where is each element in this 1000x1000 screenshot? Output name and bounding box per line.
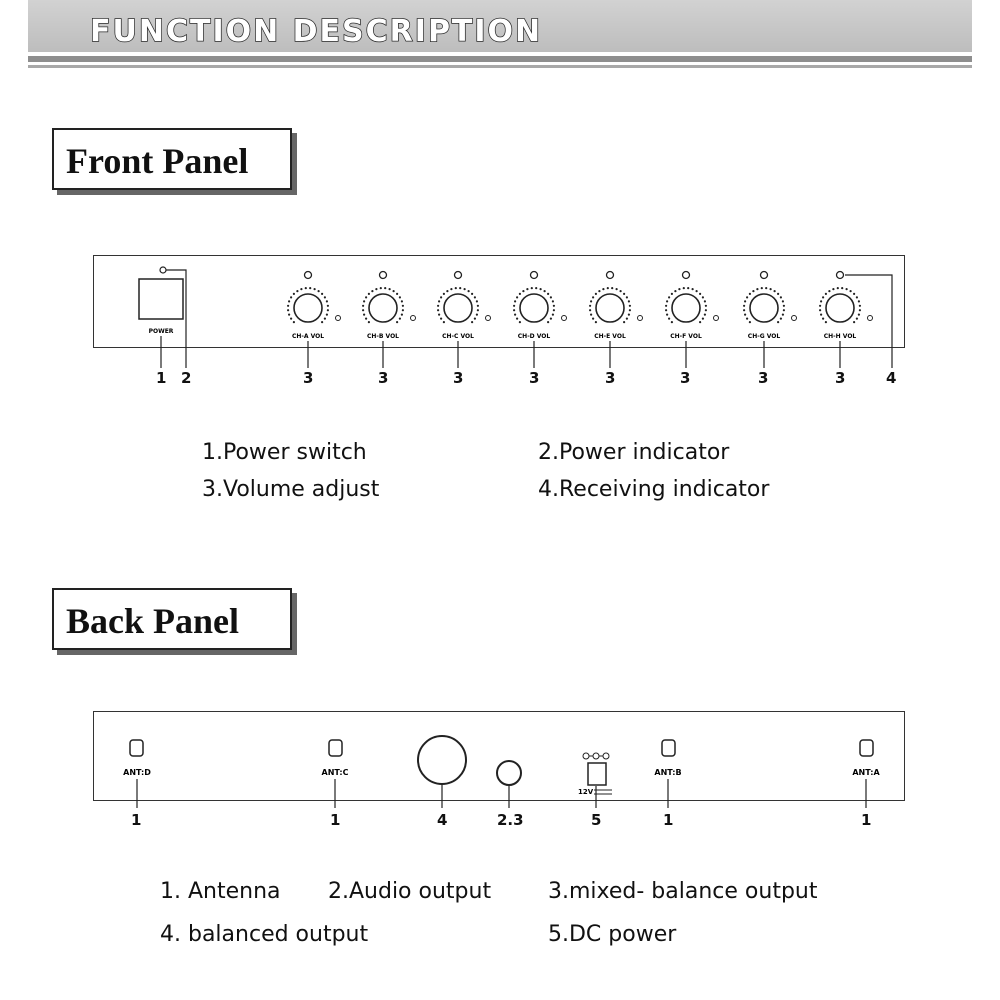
channel-led [637, 315, 643, 321]
legend-power-switch: 1.Power switch [202, 440, 367, 465]
channel-led [410, 315, 416, 321]
callout-volume: 3 [378, 369, 389, 387]
channel-group: CH-A VOL CH-B VOL CH-C VOL CH-D VOL CH-E VOL… [287, 270, 873, 368]
callout-antenna: 1 [131, 811, 142, 829]
volume-channel: CH-C VOL [437, 270, 491, 368]
volume-knob [595, 293, 625, 323]
callout-balanced-output: 4 [437, 811, 448, 829]
back-panel-title: Back Panel [66, 601, 240, 641]
channel-led [335, 315, 341, 321]
callout-audio-mixed-output: 2.3 [497, 811, 524, 829]
channel-volume-label: CH-B VOL [367, 333, 399, 340]
dc-voltage-label: 12V [578, 788, 594, 796]
volume-knob [671, 293, 701, 323]
volume-knob [293, 293, 323, 323]
callout-power-switch: 1 [156, 369, 167, 387]
channel-indicator [681, 270, 691, 280]
balanced-output-jack [417, 735, 467, 785]
power-indicator-leader [166, 269, 187, 368]
dc-polarity-icon [582, 752, 610, 760]
legend-dc-power: 5.DC power [548, 922, 677, 947]
channel-volume-label: CH-D VOL [518, 333, 551, 340]
legend-antenna: 1. Antenna [160, 879, 281, 904]
page-title: FUNCTION DESCRIPTION [89, 13, 543, 50]
channel-led [791, 315, 797, 321]
volume-knob [519, 293, 549, 323]
antenna-b-connector [661, 739, 676, 757]
antenna-d-label: ANT:D [123, 768, 151, 777]
legend-receiving-indicator: 4.Receiving indicator [538, 477, 770, 502]
channel-led [713, 315, 719, 321]
volume-channel: CH-F VOL [665, 270, 719, 368]
front-panel-title: Front Panel [66, 141, 249, 181]
receiving-indicator-leader [845, 274, 893, 368]
channel-led [867, 315, 873, 321]
channel-volume-label: CH-A VOL [292, 333, 324, 340]
antenna-c-connector [328, 739, 343, 757]
callout-receiving-indicator: 4 [886, 369, 897, 387]
antenna-d-connector [129, 739, 144, 757]
callout-volume: 3 [758, 369, 769, 387]
callout-volume: 3 [835, 369, 846, 387]
dc-power-jack [587, 762, 607, 786]
channel-led [561, 315, 567, 321]
channel-volume-label: CH-G VOL [748, 333, 781, 340]
legend-volume-adjust: 3.Volume adjust [202, 477, 380, 502]
channel-led [485, 315, 491, 321]
power-label: POWER [149, 328, 174, 335]
callout-antenna: 1 [330, 811, 341, 829]
antenna-a-connector [859, 739, 874, 757]
banner-bar [28, 0, 972, 52]
channel-volume-label: CH-H VOL [824, 333, 857, 340]
callout-power-indicator: 2 [181, 369, 192, 387]
channel-indicator [759, 270, 769, 280]
legend-audio-output: 2.Audio output [328, 879, 492, 904]
callout-volume: 3 [303, 369, 314, 387]
audio-output-jack [496, 760, 522, 786]
callout-volume: 3 [680, 369, 691, 387]
volume-channel: CH-B VOL [362, 270, 416, 368]
volume-channel: CH-A VOL [287, 270, 341, 368]
back-panel-diagram [93, 711, 905, 801]
legend-power-indicator: 2.Power indicator [538, 440, 730, 465]
receiving-indicator [835, 270, 845, 280]
antenna-b-label: ANT:B [654, 768, 681, 777]
antenna-a-label: ANT:A [852, 768, 880, 777]
volume-knob [443, 293, 473, 323]
volume-channel: CH-E VOL [589, 270, 643, 368]
banner-rule [28, 56, 972, 62]
volume-channel: CH-H VOL [819, 270, 873, 368]
power-switch [138, 278, 184, 320]
antenna-c-label: ANT:C [322, 768, 349, 777]
back-panel-title-box: Back Panel [52, 588, 292, 650]
legend-balanced-output: 4. balanced output [160, 922, 369, 947]
legend-mixed-balance-output: 3.mixed- balance output [548, 879, 818, 904]
volume-knob [825, 293, 855, 323]
volume-channel: CH-D VOL [513, 270, 567, 368]
channel-indicator [303, 270, 313, 280]
banner-rule-thin [28, 65, 972, 68]
channel-volume-label: CH-E VOL [594, 333, 626, 340]
channel-volume-label: CH-C VOL [442, 333, 474, 340]
volume-knob [749, 293, 779, 323]
callout-volume: 3 [453, 369, 464, 387]
callout-dc-power: 5 [591, 811, 602, 829]
callout-antenna: 1 [663, 811, 674, 829]
callout-antenna: 1 [861, 811, 872, 829]
volume-knob [368, 293, 398, 323]
volume-channel: CH-G VOL [743, 270, 797, 368]
channel-indicator [453, 270, 463, 280]
channel-indicator [605, 270, 615, 280]
callout-volume: 3 [529, 369, 540, 387]
channel-indicator [529, 270, 539, 280]
callout-volume: 3 [605, 369, 616, 387]
channel-indicator [378, 270, 388, 280]
channel-volume-label: CH-F VOL [670, 333, 702, 340]
header-banner: FUNCTION DESCRIPTION [28, 0, 972, 72]
front-panel-title-box: Front Panel [52, 128, 292, 190]
